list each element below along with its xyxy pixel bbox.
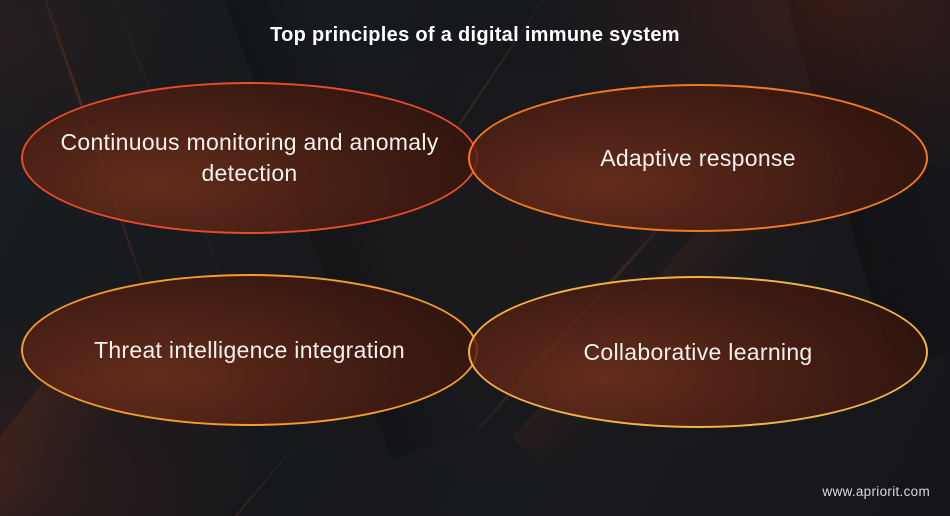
ellipse-collaborative-learning: Collaborative learning <box>468 276 928 428</box>
principle-label: Threat intelligence integration <box>93 336 406 363</box>
principle-label: Collaborative learning <box>583 338 813 365</box>
ellipse-threat-intelligence: Threat intelligence integration <box>21 274 478 426</box>
principle-label: Adaptive response <box>600 144 796 171</box>
ellipse-adaptive-response: Adaptive response <box>468 84 928 232</box>
principle-label: Continuous monitoring and anomaly detect… <box>60 129 439 186</box>
ellipse-continuous-monitoring: Continuous monitoring and anomaly detect… <box>21 82 478 234</box>
website-url: www.apriorit.com <box>822 484 930 499</box>
page-title: Top principles of a digital immune syste… <box>270 24 680 46</box>
